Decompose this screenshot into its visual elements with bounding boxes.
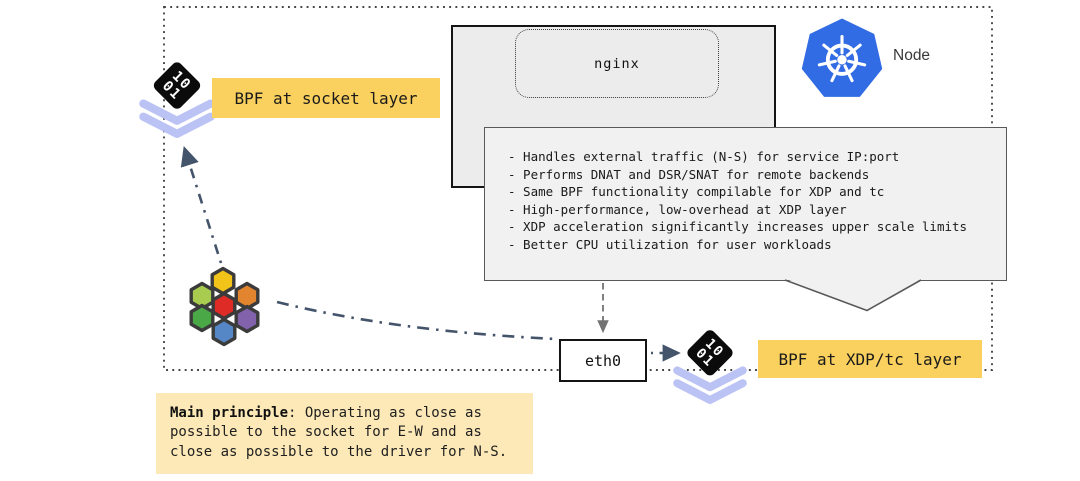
eth0-interface-box: eth0 [559, 339, 647, 382]
kubernetes-icon [801, 18, 883, 97]
callout-tail [786, 279, 921, 310]
callout-tail-border [784, 279, 922, 312]
callout-line: - Handles external traffic (N-S) for ser… [508, 149, 900, 164]
hexagon-orange [234, 281, 260, 311]
arrow-pods-to-eth0 [276, 300, 558, 341]
eth0-label: eth0 [584, 351, 622, 370]
callout-line: - Performs DNAT and DSR/SNAT for remote … [508, 166, 870, 182]
hexagon-red [211, 291, 237, 321]
bpf-binary-chip: 10 01 [153, 62, 201, 109]
hexagon-green [189, 303, 215, 333]
hexagon-yellow [210, 266, 236, 296]
bpf-binary-chip: 10 01 [687, 330, 733, 376]
callout-line: - High-performance, low-overhead at XDP … [508, 201, 847, 217]
callout-line: - Same BPF functionality compilable for … [508, 184, 885, 200]
hexagon-purple [234, 304, 260, 334]
main-principle-note: Main principle: Operating as close as po… [156, 393, 533, 474]
bpf-socket-layer-label: BPF at socket layer [212, 78, 440, 118]
layer-chevron [673, 366, 747, 392]
arrow-pods-to-socket-bpf [180, 146, 223, 264]
nginx-pod-box: nginx [515, 29, 719, 98]
cilium-hexagons-icon [189, 266, 260, 347]
callout-line: - XDP acceleration significantly increas… [508, 219, 968, 235]
main-principle-body: : Operating as close as possible to the … [170, 405, 508, 460]
bpf-layers-icon: 10 01 [673, 330, 747, 404]
xdp-benefits-callout: - Handles external traffic (N-S) for ser… [484, 127, 1007, 281]
node-label: Node [893, 47, 931, 64]
callout-line: - Better CPU utilization for user worklo… [508, 236, 832, 252]
layer-chevron [673, 379, 747, 404]
nginx-label: nginx [594, 55, 640, 72]
bpf-layers-icon: 10 01 [139, 62, 215, 138]
bpf-xdp-layer-label: BPF at XDP/tc layer [758, 340, 982, 378]
hexagon-blue [211, 317, 237, 347]
main-principle-heading: Main principle [170, 405, 289, 421]
